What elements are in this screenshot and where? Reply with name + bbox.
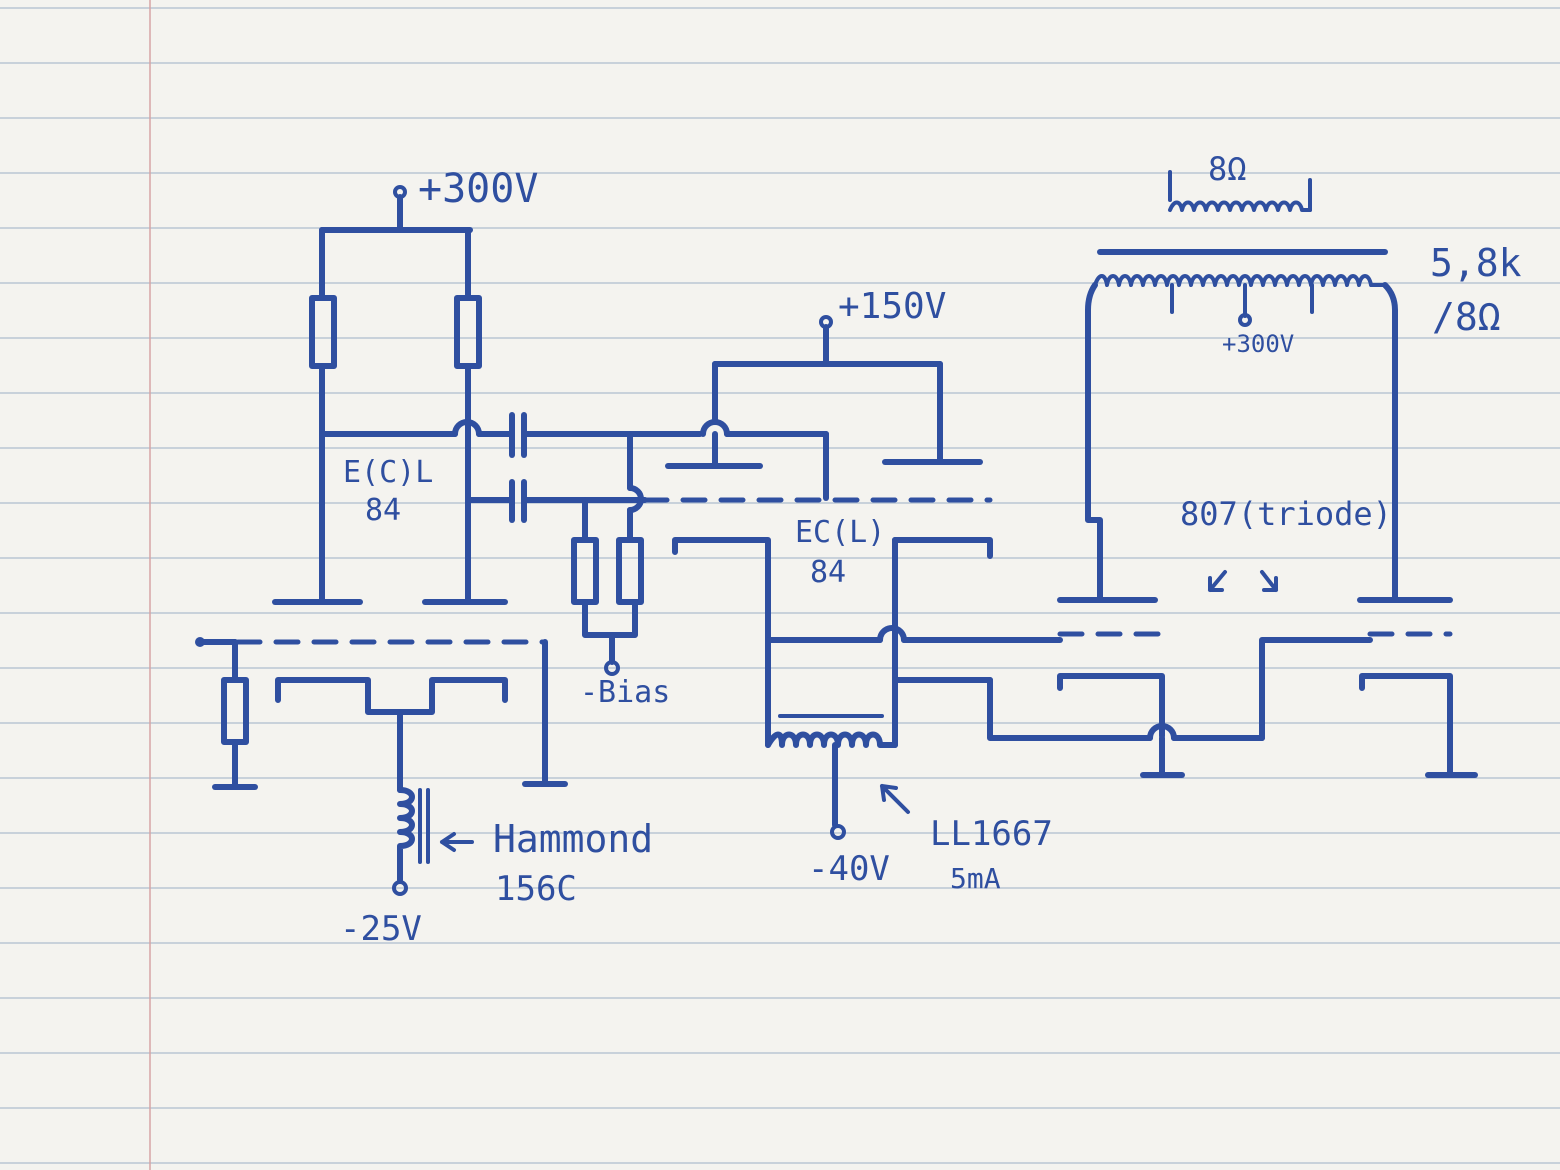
primary-winding [1093,274,1387,287]
ot-center-tap-node [1238,313,1252,327]
output-tube-arrow-icon [1260,570,1278,592]
coupling-network [319,412,703,676]
wire [987,677,1153,741]
input-stage [195,185,568,896]
label-choke: Hammond [493,817,653,861]
anode-resistor-right [454,295,482,369]
choke-winding [397,787,415,883]
ccs-winding [765,731,898,748]
label-neg-25v: -25V [340,909,422,949]
wire-crossover [700,419,730,437]
label-bias: -Bias [580,675,670,710]
wire [1259,637,1373,703]
label-ot-center-tap: +300V [1222,330,1294,358]
output-cathode-left [1057,673,1165,739]
bias-node [604,660,620,676]
wire [1085,282,1103,601]
label-neg-40v: -40V [808,849,890,889]
driver-stage [642,315,1153,840]
label-ot-ratio: 5,8k [1430,241,1522,285]
neg-40v-node [830,824,846,840]
neg-25v-node [392,880,408,896]
labels: +300V +150V E(C)L 84 EC(L) 84 -Bias Hamm… [340,150,1522,949]
wire-crossover [452,419,482,437]
label-ccs-part: LL1667 [930,814,1053,854]
secondary-winding [1168,200,1312,212]
anode-resistor-left [309,295,337,369]
grid-resistor [221,677,249,745]
label-choke-model: 156C [495,869,577,909]
notebook-rules [0,7,1560,1164]
wire-crossover [627,485,644,513]
ccs-arrow-icon [880,784,910,814]
choke-arrow-icon [440,832,474,852]
output-cathode-right [1359,673,1453,775]
driver-cathode-right [892,537,993,559]
cathodes [275,677,508,715]
label-tube-ecl84-b: EC(L) [795,515,885,550]
label-speaker-impedance: 8Ω [1208,150,1247,188]
bias-resistor-right [616,537,644,605]
wire [1382,282,1398,601]
label-supply-150v: +150V [838,286,946,327]
label-ot-ratio-2: /8Ω [1432,295,1501,339]
label-ccs-current: 5mA [950,862,1001,895]
label-output-tube: 807(triode) [1180,495,1392,533]
label-tube-ecl84-a: E(C)L [343,455,433,490]
label-tube-ecl84-a-number: 84 [365,493,401,528]
label-tube-ecl84-b-number: 84 [810,555,846,590]
bias-resistor-left [571,537,599,605]
wire-crossover [877,625,907,643]
wire [582,599,638,638]
label-supply-300v: +300V [418,166,538,212]
driver-cathode-left [672,537,771,643]
output-tube-arrow-icon [1208,570,1227,592]
output-stage [1057,170,1478,778]
wire-crossover [1147,723,1177,741]
